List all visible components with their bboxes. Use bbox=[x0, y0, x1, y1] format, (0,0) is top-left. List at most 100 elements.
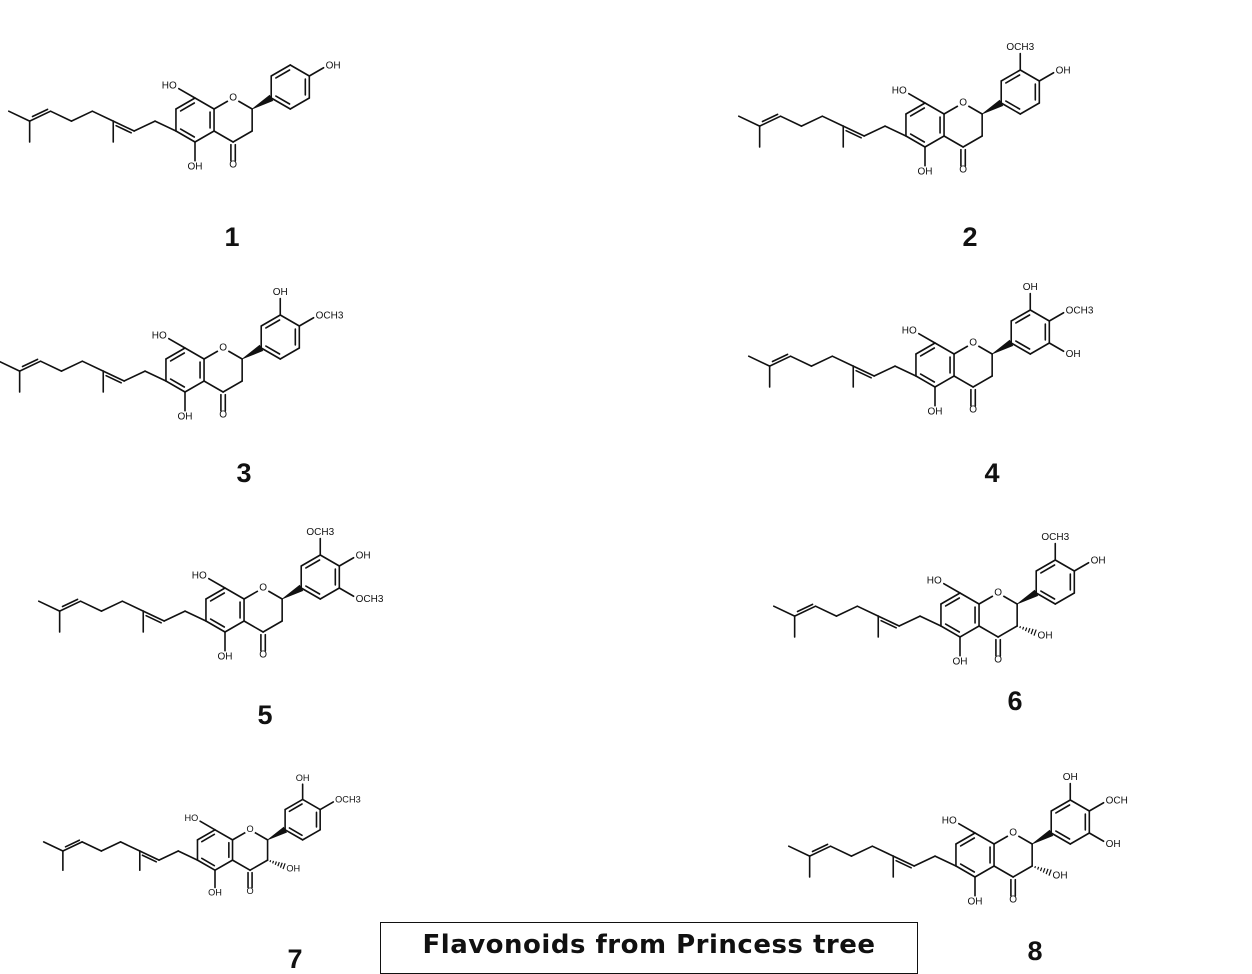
compound-number: 5 bbox=[257, 700, 272, 730]
atom-label: OH bbox=[273, 287, 288, 298]
bond bbox=[974, 865, 995, 878]
bond bbox=[199, 820, 216, 831]
bond bbox=[919, 347, 936, 357]
compound-number: 2 bbox=[962, 222, 977, 252]
bond bbox=[953, 375, 974, 388]
bond bbox=[141, 854, 158, 863]
bond bbox=[974, 832, 995, 845]
atom-label: OH bbox=[1063, 772, 1078, 783]
bond bbox=[913, 855, 936, 867]
atom-label: OH bbox=[286, 863, 300, 873]
atom-label: OH bbox=[1038, 630, 1053, 641]
bond bbox=[761, 113, 779, 123]
atom-label: HO bbox=[942, 815, 957, 826]
bond bbox=[1040, 590, 1056, 600]
bond bbox=[196, 859, 216, 872]
bond bbox=[305, 585, 321, 595]
bond bbox=[877, 615, 900, 627]
atom-label: O bbox=[259, 650, 267, 661]
bond bbox=[940, 625, 961, 638]
bond bbox=[768, 355, 792, 367]
label-gap bbox=[257, 582, 270, 594]
bond bbox=[205, 587, 226, 600]
bond bbox=[184, 610, 207, 622]
atom-label: O bbox=[219, 343, 227, 354]
bond bbox=[737, 115, 761, 127]
bond bbox=[1088, 832, 1105, 843]
bond bbox=[918, 332, 936, 344]
bond bbox=[81, 841, 103, 852]
bond bbox=[789, 355, 813, 367]
atom-label: OCH3 bbox=[1066, 305, 1094, 316]
bond bbox=[288, 803, 303, 813]
atom-label: OCH3 bbox=[1041, 532, 1069, 543]
stereo-hash bbox=[1019, 625, 1022, 629]
bond bbox=[119, 841, 141, 852]
bond bbox=[924, 135, 945, 148]
bond bbox=[175, 97, 196, 110]
atom-label: O bbox=[1009, 895, 1017, 906]
bond bbox=[845, 129, 862, 139]
bond bbox=[154, 120, 177, 132]
bond bbox=[959, 863, 976, 873]
label-gap bbox=[992, 587, 1005, 599]
bond bbox=[959, 625, 980, 638]
bond bbox=[810, 355, 834, 367]
bond bbox=[301, 798, 321, 811]
bond bbox=[175, 130, 196, 143]
bond bbox=[123, 370, 146, 382]
bond bbox=[880, 619, 897, 629]
bond bbox=[1073, 561, 1090, 572]
atom-label: OH bbox=[326, 60, 341, 71]
atom-label: HO bbox=[162, 80, 177, 91]
stereo-hash bbox=[1039, 867, 1043, 872]
bond bbox=[300, 554, 322, 567]
atom-label: O bbox=[259, 583, 267, 594]
bond bbox=[232, 130, 253, 143]
bond bbox=[1055, 830, 1071, 840]
bond bbox=[338, 556, 355, 567]
bond bbox=[270, 97, 292, 110]
compound-number: 6 bbox=[1007, 686, 1022, 716]
bond bbox=[1005, 74, 1021, 84]
bond bbox=[962, 135, 983, 148]
atom-label: O bbox=[959, 98, 967, 109]
bond bbox=[919, 615, 942, 627]
atom-label: O bbox=[229, 160, 237, 171]
bond bbox=[61, 598, 79, 608]
bond bbox=[871, 845, 895, 857]
bond bbox=[249, 859, 269, 872]
atom-label: O bbox=[994, 655, 1002, 666]
bond bbox=[21, 358, 39, 368]
bond bbox=[1019, 102, 1041, 115]
stereo-hash bbox=[272, 860, 275, 864]
bond bbox=[145, 614, 162, 624]
atom-label: O bbox=[969, 405, 977, 416]
atom-label: OH bbox=[928, 406, 943, 417]
bond bbox=[138, 850, 160, 861]
stereo-hash bbox=[1034, 865, 1037, 869]
atom-label: O bbox=[229, 93, 237, 104]
stereo-hash bbox=[1042, 868, 1046, 873]
bond bbox=[793, 605, 817, 617]
bond bbox=[747, 355, 771, 367]
bond bbox=[892, 855, 915, 867]
bond bbox=[28, 110, 52, 122]
bond bbox=[184, 380, 205, 393]
atom-label: HO bbox=[892, 85, 907, 96]
bond bbox=[115, 124, 132, 134]
bond bbox=[60, 360, 84, 372]
bond bbox=[265, 319, 281, 329]
bond bbox=[168, 337, 186, 349]
stereo-hash bbox=[277, 861, 280, 867]
bond bbox=[70, 110, 94, 122]
bond bbox=[62, 841, 83, 852]
bond bbox=[1048, 342, 1065, 353]
stereo-hash bbox=[1033, 629, 1037, 636]
atom-label: OH bbox=[178, 411, 193, 422]
bond bbox=[814, 605, 838, 617]
atom-label: HO bbox=[902, 325, 917, 336]
bond bbox=[905, 102, 926, 115]
bond bbox=[905, 135, 926, 148]
